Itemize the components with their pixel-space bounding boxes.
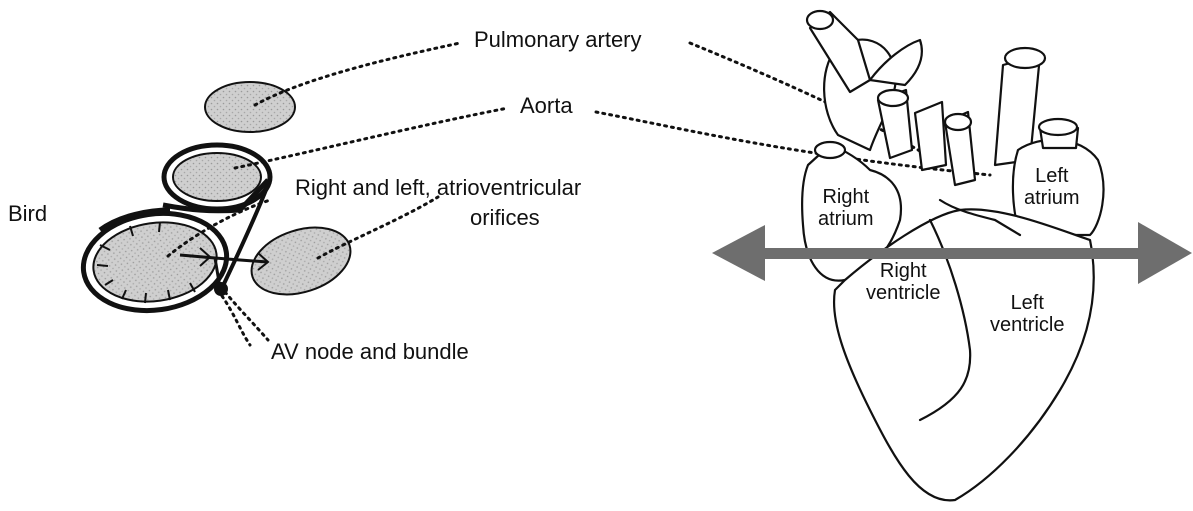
label-av-node: AV node and bundle <box>271 340 469 364</box>
label-right-atrium-1: Right <box>818 186 874 208</box>
label-pulmonary-artery: Pulmonary artery <box>474 28 642 52</box>
label-right-ventricle-1: Right <box>866 260 940 282</box>
label-right-ventricle: Right ventricle <box>866 260 940 304</box>
label-bird: Bird <box>8 202 47 226</box>
arrow-head-right <box>1138 222 1192 284</box>
leader-orifices-left <box>318 197 438 258</box>
label-right-atrium-2: atrium <box>818 208 874 230</box>
great-vessel-4-top <box>945 114 971 130</box>
label-right-atrium: Right atrium <box>818 186 874 230</box>
label-aorta: Aorta <box>520 94 573 118</box>
label-left-ventricle-1: Left <box>990 292 1064 314</box>
label-left-atrium-1: Left <box>1024 165 1080 187</box>
arrow-shaft <box>760 248 1145 259</box>
label-av-orifices-line2: orifices <box>470 206 540 230</box>
label-left-atrium-2: atrium <box>1024 187 1080 209</box>
great-vessel-2-top <box>878 90 908 106</box>
label-right-ventricle-2: ventricle <box>866 282 940 304</box>
label-left-atrium: Left atrium <box>1024 165 1080 209</box>
pulmonary-artery-oval <box>205 82 295 132</box>
arrow-head-left <box>712 225 765 281</box>
label-left-ventricle-2: ventricle <box>990 314 1064 336</box>
great-vessel-3 <box>915 102 946 170</box>
left-atrium-appendage-top <box>1039 119 1077 135</box>
right-atrium-vessel <box>815 142 845 158</box>
bird-schematic <box>77 82 359 320</box>
label-left-ventricle: Left ventricle <box>990 292 1064 336</box>
great-vessel-1-top <box>807 11 833 29</box>
aorta-oval <box>173 153 261 201</box>
leader-av-node <box>225 292 268 340</box>
superior-vessel-top <box>1005 48 1045 68</box>
label-av-orifices-line1: Right and left, atrioventricular <box>295 176 581 200</box>
